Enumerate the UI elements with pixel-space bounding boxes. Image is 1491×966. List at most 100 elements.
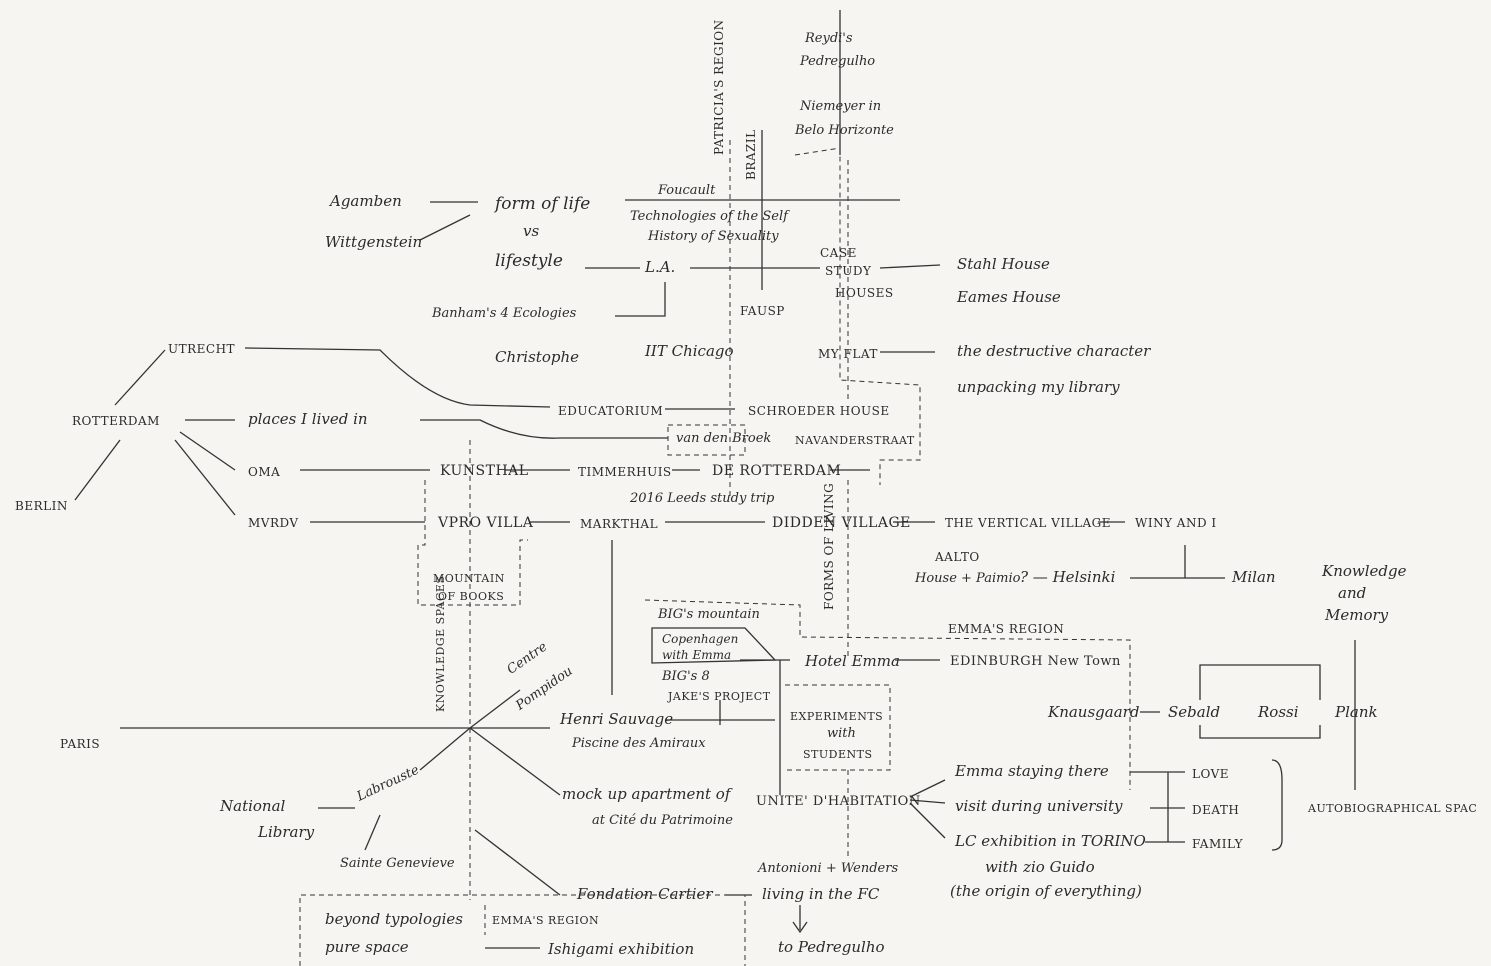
paris-pompidou	[469, 689, 521, 729]
lc-exhibition-label: LC exhibition in TORINO	[955, 832, 1146, 850]
autobiographical-label: AUTOBIOGRAPHICAL SPAC	[1308, 802, 1478, 815]
christophe-label: Christophe	[495, 348, 580, 366]
paris-unite	[469, 727, 561, 796]
emmas-region-bottom-label: EMMA'S REGION	[492, 914, 600, 927]
knowledge-label: Knowledge	[1322, 562, 1407, 580]
edinburgh-label: EDINBURGH New Town	[950, 654, 1121, 669]
unite-label: UNITE' D'HABITATION	[756, 794, 921, 809]
navanderstraat-label: NAVANDERSTRAAT	[795, 434, 915, 447]
pedregulho-label: Pedregulho	[800, 54, 876, 69]
beyond-label: beyond typologies	[325, 910, 463, 928]
with-emma-label: with Emma	[662, 648, 732, 662]
bottom-region-box	[299, 894, 746, 966]
form-of-life-label: form of life	[495, 194, 591, 214]
wittgenstein-label: Wittgenstein	[325, 233, 423, 251]
unpacking-label: unpacking my library	[957, 378, 1120, 396]
unite-lc	[909, 802, 946, 839]
belo-label: Belo Horizonte	[795, 123, 894, 138]
jakes-project-label: JAKE'S PROJECT	[668, 690, 771, 703]
banham-link	[615, 282, 666, 317]
labrouste-sainte	[364, 814, 381, 851]
foucault-label: Foucault	[658, 183, 716, 198]
rotterdam-label: ROTTERDAM	[72, 414, 160, 428]
knausgaard-label: Knausgaard	[1048, 703, 1140, 721]
love-label: LOVE	[1192, 767, 1230, 781]
places-label: places I lived in	[248, 410, 368, 428]
winy-milan	[1130, 545, 1186, 579]
timmerhuis-label: TIMMERHUIS	[578, 465, 672, 479]
patricia-region-box	[794, 147, 921, 485]
reydis-label: Reydi's	[805, 31, 853, 46]
berlin-label: BERLIN	[15, 499, 68, 513]
banham-label: Banham's 4 Ecologies	[432, 306, 577, 321]
utrecht-label: UTRECHT	[168, 342, 236, 356]
patricias-region-label: PATRICIA'S REGION	[712, 19, 726, 155]
mockup-label: mock up apartment of	[562, 785, 731, 803]
unite-emma	[909, 779, 946, 798]
visit-label: visit during university	[955, 797, 1123, 815]
death-label: DEATH	[1192, 803, 1240, 817]
experiments-box	[785, 684, 891, 771]
of-books-label: OF BOOKS	[438, 590, 505, 603]
experiments-label: EXPERIMENTS	[790, 710, 884, 723]
la-label: L.A.	[645, 258, 676, 276]
autobio-brace	[1271, 759, 1283, 851]
paris-labrouste	[419, 727, 471, 771]
family-label: FAMILY	[1192, 837, 1244, 851]
rotterdam-utrecht	[114, 349, 166, 406]
hotel-emma-label: Hotel Emma	[805, 652, 900, 670]
stahl-label: Stahl House	[957, 255, 1050, 273]
unite-visit	[909, 799, 946, 804]
rossi-label: Rossi	[1258, 703, 1299, 721]
utrecht-educatorium	[244, 347, 551, 408]
kunsthal-label: KUNSTHAL	[440, 463, 529, 479]
rotterdam-mvrdv	[174, 439, 236, 516]
case-label: CASE	[820, 246, 857, 260]
rotterdam-berlin	[74, 439, 121, 501]
arrow-head	[792, 921, 808, 934]
house-paimio-label: House + Paimio	[915, 571, 1021, 586]
didden-label: DIDDEN VILLAGE	[772, 515, 911, 531]
educatorium-label: EDUCATORIUM	[558, 404, 664, 418]
schroeder-label: SCHROEDER HOUSE	[748, 404, 890, 418]
aalto-label: AALTO	[935, 550, 980, 564]
study-label: STUDY	[825, 264, 872, 278]
living-fc-label: living in the FC	[762, 885, 880, 903]
memory-label: Memory	[1325, 606, 1389, 624]
with-label: with	[827, 726, 856, 741]
vandenbroek-box	[667, 424, 746, 456]
my-flat-label: MY FLAT	[818, 347, 878, 361]
places-vandenbroek	[420, 419, 668, 439]
case-stahl	[879, 264, 941, 269]
kunsthal-region	[417, 480, 528, 606]
fausp-label: FAUSP	[740, 304, 785, 318]
ishigami-label: Ishigami exhibition	[548, 940, 695, 958]
emma-staying-label: Emma staying there	[955, 762, 1109, 780]
vertical-village-label: THE VERTICAL VILLAGE	[945, 516, 1112, 530]
technologies-label: Technologies of the Self	[630, 209, 788, 224]
agamben-label: Agamben	[330, 192, 402, 210]
to-pedregulho-label: to Pedregulho	[778, 938, 885, 956]
and-label: and	[1338, 584, 1367, 602]
derotterdam-label: DE ROTTERDAM	[712, 463, 842, 479]
vandenbroek-label: van den Broek	[676, 431, 772, 446]
mountain-label: MOUNTAIN	[433, 572, 505, 585]
paris-label: PARIS	[60, 737, 101, 751]
niemeyer-label: Niemeyer in	[800, 99, 882, 114]
forms-of-living-label: FORMS OF LIVING	[822, 482, 836, 610]
emmas-region-box	[644, 599, 1131, 790]
henri-label: Henri Sauvage	[560, 710, 674, 728]
rotterdam-oma	[179, 431, 236, 471]
leeds-label: 2016 Leeds study trip	[630, 491, 775, 506]
pure-space-label: pure space	[325, 938, 409, 956]
km-branch	[1199, 664, 1321, 700]
brazil-label: BRAZIL	[744, 129, 758, 180]
lifestyle-label: lifestyle	[495, 251, 563, 271]
copenhagen-label: Copenhagen	[662, 632, 739, 646]
vs-label: vs	[523, 222, 540, 240]
library-label: Library	[258, 823, 315, 841]
oma-label: OMA	[248, 465, 281, 479]
fondation-label: Fondation Cartier	[577, 885, 713, 903]
students-label: STUDENTS	[803, 748, 873, 761]
